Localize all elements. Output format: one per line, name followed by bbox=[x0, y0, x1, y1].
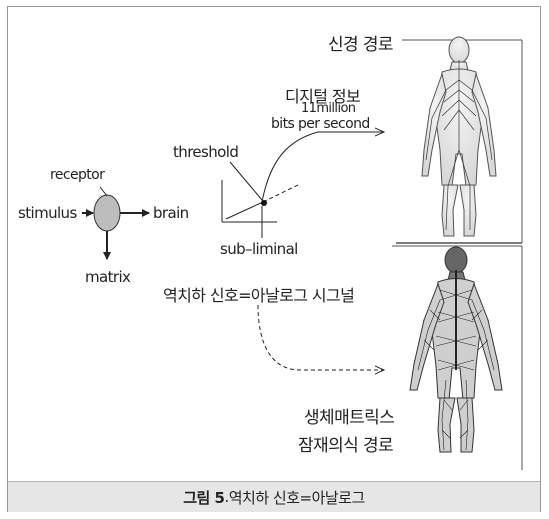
stimulus-label: stimulus bbox=[18, 204, 77, 222]
neural-path-label: 신경 경로 bbox=[328, 30, 393, 55]
nervous-system-lines bbox=[426, 60, 492, 230]
biomatrix-label: 생체매트릭스 bbox=[304, 403, 394, 428]
receptor-diagram bbox=[82, 187, 149, 259]
subliminal-signal-label: 역치하 신호=아날로그 시그널 bbox=[163, 282, 354, 306]
figure-caption: 그림 5. 역치하 신호=아날로그 bbox=[8, 481, 540, 512]
digital-path-arrow bbox=[262, 132, 384, 202]
subconscious-path-label: 잠재의식 경로 bbox=[298, 431, 393, 456]
figure-number: 그림 5 bbox=[183, 487, 224, 508]
analog-path-arrow bbox=[258, 305, 384, 370]
receptor-node bbox=[94, 195, 120, 231]
biomatrix-network bbox=[418, 270, 494, 450]
signal-line-solid bbox=[226, 202, 263, 219]
threshold-pointer bbox=[230, 162, 262, 200]
signal-line-dashed bbox=[263, 184, 300, 202]
brain-label: brain bbox=[153, 204, 189, 222]
subliminal-label: sub–liminal bbox=[220, 240, 298, 258]
threshold-label: threshold bbox=[173, 143, 238, 161]
threshold-graph bbox=[222, 162, 300, 238]
bits-per-second-label: bits per second bbox=[271, 116, 370, 132]
caption-text: 역치하 신호=아날로그 bbox=[229, 487, 365, 508]
receptor-pointer bbox=[100, 187, 107, 196]
receptor-label: receptor bbox=[50, 167, 104, 183]
matrix-label: matrix bbox=[85, 268, 130, 286]
million-label: 11million bbox=[301, 101, 355, 116]
